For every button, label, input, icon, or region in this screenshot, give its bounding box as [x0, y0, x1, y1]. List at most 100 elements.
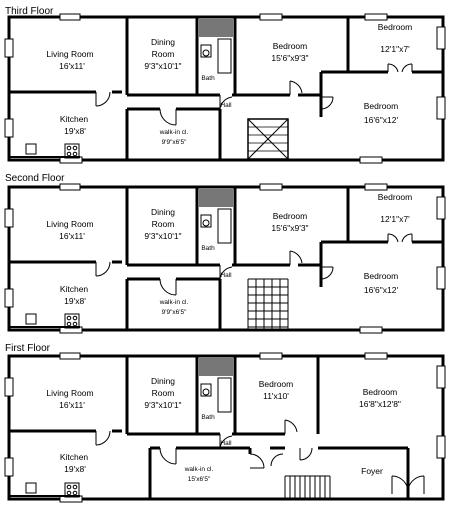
kitchen-label: Kitchen [60, 284, 89, 294]
outer-wall [7, 185, 445, 332]
living-room-dim: 16'x11' [59, 231, 85, 241]
walk-in-closet-label: walk-in cl. [159, 299, 189, 306]
walk-in-closet-label: walk-in cl. [159, 129, 189, 136]
kitchen-dim: 19'x8' [64, 296, 86, 306]
floor-title: Second Floor [5, 173, 65, 184]
tub-shade [199, 358, 233, 376]
outer-wall [7, 354, 445, 501]
tub-shade [199, 19, 233, 37]
dining-room-label: Dining [151, 376, 175, 386]
bedroom-b-dim: 12'1"x7' [380, 214, 410, 224]
interior-walls [9, 17, 443, 160]
toilet [202, 219, 210, 227]
hall-label: Hall [220, 102, 232, 109]
stove [64, 482, 80, 498]
walk-in-closet-dim: 9'9"x6'5" [162, 139, 187, 146]
stove [64, 143, 80, 159]
dining-room-label-2: Room [152, 388, 175, 398]
kitchen-sink [25, 143, 37, 155]
kitchen-label: Kitchen [60, 114, 89, 124]
bedroom-a-label: Bedroom [273, 41, 308, 51]
bathtub [217, 208, 232, 244]
bedroom-c-label: Bedroom [364, 101, 399, 111]
stove [64, 313, 80, 329]
walk-in-closet-dim: 9'9"x6'5" [162, 309, 187, 316]
toilet [202, 388, 210, 396]
living-room-label: Living Room [46, 49, 93, 59]
dining-room-dim: 9'3"x10'1" [144, 231, 181, 241]
windows [4, 13, 446, 164]
toilet [202, 49, 210, 57]
doors [95, 233, 413, 296]
dining-room-label-2: Room [152, 49, 175, 59]
bedroom-b-label: Bedroom [378, 192, 413, 202]
walk-in-closet-dim: 15'x6'5" [188, 476, 211, 483]
dining-room-label: Dining [151, 207, 175, 217]
windows [4, 352, 446, 503]
bedroom-b-label: Bedroom [363, 387, 398, 397]
interior-walls [9, 187, 443, 330]
third-floor: Third Floor [4, 6, 446, 164]
floor-plan-third: Living Room 16'x11' Kitchen 19'x8' Dinin… [4, 13, 446, 164]
kitchen-sink [25, 482, 37, 494]
dining-room-dim: 9'3"x10'1" [144, 400, 181, 410]
hall-label: Hall [220, 440, 232, 447]
dining-room-label-2: Room [152, 219, 175, 229]
kitchen-fixtures [9, 313, 80, 329]
first-floor: First Floor [4, 343, 446, 503]
room-labels: Living Room 16'x11' Kitchen 19'x8' Dinin… [46, 22, 412, 146]
kitchen-dim: 19'x8' [64, 126, 86, 136]
sink [200, 383, 212, 397]
room-labels: Living Room 16'x11' Kitchen 19'x8' Dinin… [46, 376, 401, 483]
bedroom-a-label: Bedroom [273, 211, 308, 221]
bathtub [217, 377, 232, 413]
foyer-label: Foyer [361, 466, 383, 476]
bath-fixtures [199, 189, 233, 244]
bedroom-a-dim: 15'6"x9'3" [271, 53, 308, 63]
bath-fixtures [199, 358, 233, 413]
bathtub [217, 38, 232, 74]
kitchen-fixtures [9, 143, 80, 159]
bedroom-c-dim: 16'6"x12' [364, 115, 399, 125]
staircase [284, 475, 331, 500]
bedroom-a-dim: 11'x10' [263, 391, 289, 401]
interior-walls [9, 356, 410, 499]
staircase [247, 278, 289, 330]
kitchen-sink [25, 313, 37, 325]
hall-label: Hall [220, 272, 232, 279]
sink [200, 214, 212, 228]
bath-label: Bath [201, 245, 215, 252]
kitchen-label: Kitchen [60, 452, 89, 462]
walk-in-closet-label: walk-in cl. [184, 466, 214, 473]
floor-title: Third Floor [5, 6, 54, 17]
bedroom-a-dim: 15'6"x9'3" [271, 223, 308, 233]
bath-fixtures [199, 19, 233, 74]
bath-label: Bath [201, 414, 215, 421]
living-room-dim: 16'x11' [59, 400, 85, 410]
windows [4, 183, 446, 334]
doors [95, 63, 413, 126]
bedroom-c-label: Bedroom [364, 271, 399, 281]
floor-plan-second: Living Room 16'x11' Kitchen 19'x8' Dinin… [4, 183, 446, 334]
dining-room-dim: 9'3"x10'1" [144, 61, 181, 71]
bedroom-c-dim: 16'6"x12' [364, 285, 399, 295]
living-room-label: Living Room [46, 219, 93, 229]
kitchen-fixtures [9, 482, 80, 498]
bedroom-b-dim: 12'1"x7' [380, 44, 410, 54]
floor-title: First Floor [5, 343, 51, 354]
bedroom-a-label: Bedroom [259, 379, 294, 389]
bath-label: Bath [201, 75, 215, 82]
kitchen-dim: 19'x8' [64, 464, 86, 474]
dining-room-label: Dining [151, 37, 175, 47]
floor-plan-first: Living Room 16'x11' Kitchen 19'x8' Dinin… [4, 352, 446, 503]
doors [95, 419, 425, 494]
outer-wall [7, 15, 445, 162]
bedroom-b-dim: 16'8"x12'8" [359, 399, 401, 409]
room-labels: Living Room 16'x11' Kitchen 19'x8' Dinin… [46, 192, 412, 316]
living-room-label: Living Room [46, 388, 93, 398]
staircase [247, 118, 289, 160]
tub-shade [199, 189, 233, 207]
bedroom-b-label: Bedroom [378, 22, 413, 32]
sink [200, 44, 212, 58]
